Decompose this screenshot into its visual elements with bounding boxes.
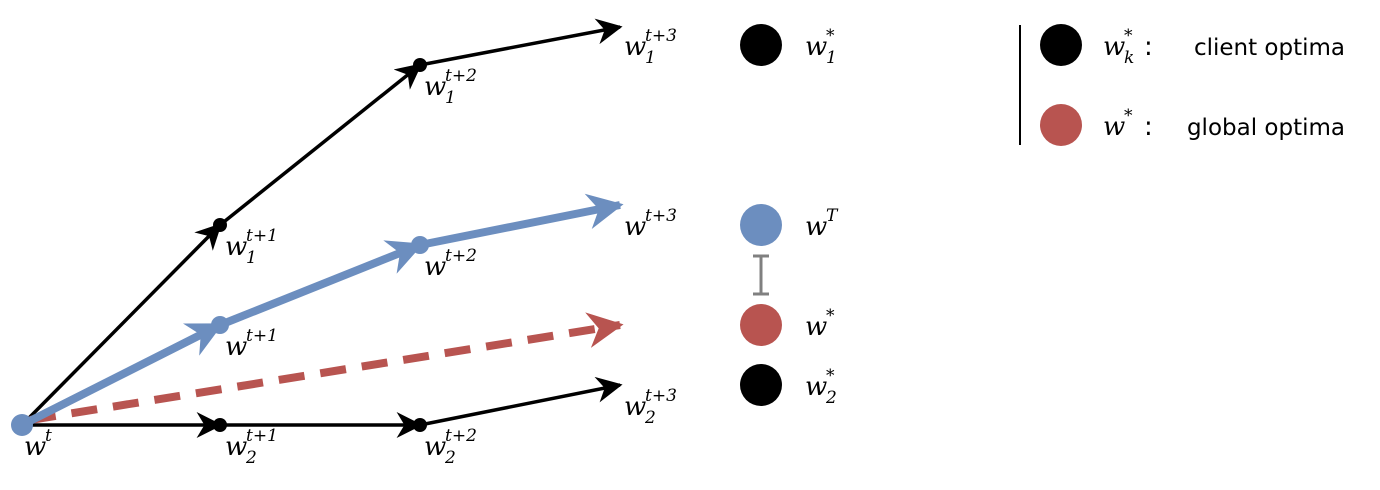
wg_t2-superscript: t+2 [445, 246, 477, 266]
w2_t1-superscript: t+1 [246, 426, 278, 446]
w2_t3-subscript: 2 [644, 408, 656, 428]
w1_t1-base: w [225, 232, 247, 262]
w2_star-base: w [805, 372, 827, 402]
legend-global-text: global optima [1187, 115, 1345, 141]
w1_t2-base: w [424, 72, 446, 102]
w2_star-subscript: 2 [825, 388, 837, 408]
w1_star-superscript: * [826, 26, 835, 46]
wT-base: w [805, 212, 827, 242]
wg_t1-superscript: t+1 [246, 326, 278, 346]
w1_star-subscript: 1 [826, 48, 837, 68]
wg_t1-base: w [225, 332, 247, 362]
client-2-optimum-marker [740, 364, 782, 406]
global-step-2-arrow [218, 240, 424, 329]
wT-superscript: T [826, 206, 839, 226]
legend-global-symbol-base: w [1103, 112, 1125, 142]
w2_t1-base: w [225, 432, 247, 462]
wg_t3-superscript: t+3 [645, 206, 677, 226]
w1_t1-subscript: 1 [246, 248, 257, 268]
legend-global-colon: : [1144, 112, 1153, 142]
final-global-model-marker [740, 204, 782, 246]
w2_t3-base: w [624, 392, 646, 422]
w1_t2-superscript: t+2 [445, 66, 477, 86]
w2_t2-base: w [424, 432, 446, 462]
w2_star-superscript: * [826, 366, 835, 386]
global-point-t2 [411, 236, 429, 254]
w1_t3-base: w [624, 32, 646, 62]
start-point [11, 414, 33, 436]
w1_t2-subscript: 1 [445, 88, 456, 108]
client-1-step-1-arrow [20, 223, 222, 427]
legend-client-symbol-superscript: * [1124, 26, 1133, 46]
client-2-step-3-arrow [419, 376, 623, 427]
global-optima-direction-arrow [29, 312, 624, 424]
w1_t3-superscript: t+3 [645, 26, 677, 46]
legend-client-colon: : [1144, 32, 1153, 62]
legend-client-marker [1040, 24, 1082, 66]
global-trajectory [20, 193, 624, 429]
legend-client-text: client optima [1194, 35, 1345, 61]
legend-global-marker [1040, 104, 1082, 146]
w2_t3-superscript: t+3 [645, 386, 677, 406]
legend [1019, 24, 1082, 146]
w1_star-base: w [805, 32, 827, 62]
legend-client-symbol-subscript: k [1124, 48, 1134, 68]
client-1-step-2-arrow [218, 63, 423, 227]
wg_t2-base: w [424, 252, 446, 282]
client-2-point-t1 [213, 418, 227, 432]
client-1-point-t2 [413, 58, 427, 72]
legend-client-symbol-base: w [1103, 32, 1125, 62]
w_t-base: w [24, 432, 46, 462]
client-2-trajectory [22, 376, 623, 438]
w_star-base: w [805, 312, 827, 342]
w_star-superscript: * [826, 306, 835, 326]
wg_t3-base: w [624, 212, 646, 242]
global-optimum-marker [740, 304, 782, 346]
w2_t2-superscript: t+2 [445, 426, 477, 446]
gap-bracket [753, 254, 769, 296]
client-1-trajectory [20, 18, 623, 427]
w_t-superscript: t [45, 426, 52, 446]
client-2-point-t2 [413, 418, 427, 432]
global-point-t1 [211, 316, 229, 334]
w2_t2-subscript: 2 [444, 448, 456, 468]
w2_t1-subscript: 2 [245, 448, 257, 468]
client-1-optimum-marker [740, 24, 782, 66]
global-step-3-arrow [419, 193, 624, 249]
w1_t1-superscript: t+1 [246, 226, 278, 246]
client-1-point-t1 [213, 218, 227, 232]
w1_t3-subscript: 1 [645, 48, 656, 68]
legend-global-symbol-superscript: * [1124, 106, 1133, 126]
client-1-step-3-arrow [419, 18, 623, 67]
global-step-1-arrow [20, 321, 224, 429]
